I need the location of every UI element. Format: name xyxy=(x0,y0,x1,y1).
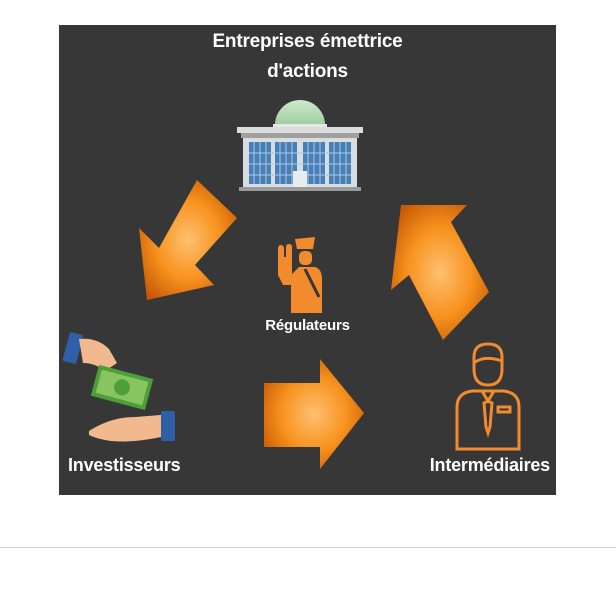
businessman-icon xyxy=(455,342,521,451)
arrow-intermediaries-to-issuer xyxy=(391,205,489,340)
diagram-panel: Entreprises émettrice d'actions xyxy=(59,25,556,495)
arrow-investors-to-intermediaries xyxy=(264,359,364,469)
building-icon xyxy=(237,100,363,191)
money-exchange-icon xyxy=(62,332,175,442)
issuer-title-line2: d'actions xyxy=(267,61,348,82)
investors-label: Investisseurs xyxy=(68,455,181,475)
arrow-issuer-to-investors xyxy=(139,180,237,300)
police-officer-icon xyxy=(278,237,322,313)
issuer-title-line1: Entreprises émettrice xyxy=(212,31,403,52)
intermediaries-label: Intermédiaires xyxy=(429,455,550,475)
divider xyxy=(0,547,616,548)
regulators-label: Régulateurs xyxy=(265,317,350,334)
